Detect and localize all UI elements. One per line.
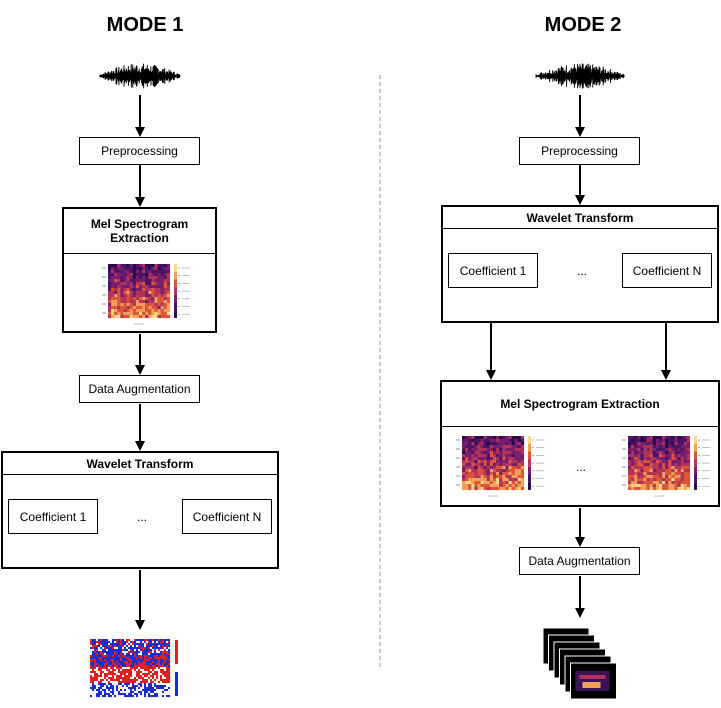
mode2-spectrogram-ellipsis: ... bbox=[575, 460, 586, 474]
mel-spectrogram-image bbox=[456, 436, 544, 497]
mode1-augmentation-box: Data Augmentation bbox=[79, 375, 200, 403]
mode2-wavelet-panel: Wavelet Transform Coefficient 1 ... Coef… bbox=[441, 205, 719, 323]
mode1-wavelet-panel: Wavelet Transform Coefficient 1 ... Coef… bbox=[1, 451, 279, 569]
stacked-spectrogram-output-image bbox=[542, 627, 617, 700]
mode2-coefficient-1-box: Coefficient 1 bbox=[448, 253, 538, 288]
mode1-mel-title: Mel Spectrogram Extraction bbox=[64, 209, 215, 254]
mode2-augmentation-box: Data Augmentation bbox=[519, 547, 640, 575]
mode2-coefficient-n-box: Coefficient N bbox=[622, 253, 712, 288]
mode2-preprocessing-box: Preprocessing bbox=[519, 137, 640, 165]
mode2-mel-title: Mel Spectrogram Extraction bbox=[442, 382, 718, 427]
mode1-coefficient-1-box: Coefficient 1 bbox=[8, 499, 98, 534]
mel-spectrogram-image bbox=[102, 264, 190, 325]
mode2-title: MODE 2 bbox=[544, 14, 622, 36]
mode1-preprocessing-box: Preprocessing bbox=[79, 137, 200, 165]
mode1-wavelet-title: Wavelet Transform bbox=[3, 453, 277, 475]
mode1-coefficient-n-box: Coefficient N bbox=[182, 499, 272, 534]
mode2-mel-spectrogram-panel: Mel Spectrogram Extraction ... bbox=[440, 380, 720, 507]
wavelet-scalogram-output-image bbox=[90, 639, 178, 698]
audio-waveform-icon bbox=[535, 63, 625, 89]
mode1-mel-spectrogram-panel: Mel Spectrogram Extraction bbox=[62, 207, 217, 333]
mode1-title: MODE 1 bbox=[106, 14, 184, 36]
mode2-coefficient-ellipsis: ... bbox=[576, 264, 587, 278]
mode1-coefficient-ellipsis: ... bbox=[136, 510, 147, 524]
mel-spectrogram-image bbox=[622, 436, 710, 497]
mode2-wavelet-title: Wavelet Transform bbox=[443, 207, 717, 229]
audio-waveform-icon bbox=[99, 63, 181, 89]
